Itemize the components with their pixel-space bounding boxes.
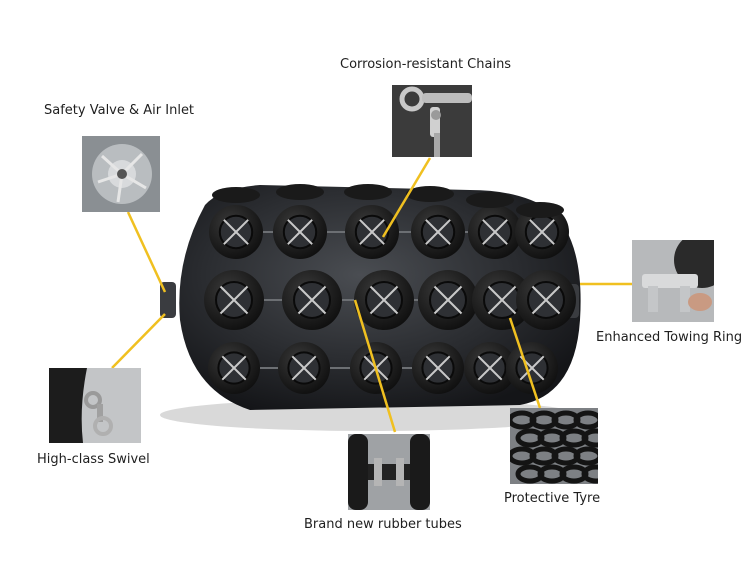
tyre xyxy=(204,270,264,330)
leader-valve xyxy=(126,211,167,293)
tyre xyxy=(278,342,330,394)
tyre xyxy=(345,205,399,259)
tyre xyxy=(468,205,522,259)
rim-tyre xyxy=(276,184,324,200)
label-tyre: Protective Tyre xyxy=(504,491,601,506)
rim-tyre xyxy=(344,184,392,200)
tyre xyxy=(282,270,342,330)
tyre xyxy=(516,270,576,330)
tyre xyxy=(412,342,464,394)
rim-tyre xyxy=(516,202,564,218)
tubes-photo xyxy=(348,434,430,510)
tyre xyxy=(418,270,478,330)
label-swivel: High-class Swivel xyxy=(37,452,150,467)
rim-tyre xyxy=(466,192,514,208)
tyre xyxy=(411,205,465,259)
tyre xyxy=(273,205,327,259)
rim-tyre xyxy=(212,187,260,203)
tyre xyxy=(208,342,260,394)
label-valve: Safety Valve & Air Inlet xyxy=(44,103,195,118)
tyre-photo xyxy=(510,408,598,484)
leader-tubes xyxy=(353,299,397,433)
tyre xyxy=(354,270,414,330)
towing-photo xyxy=(632,240,714,322)
valve-photo xyxy=(82,136,160,212)
rim-tyre xyxy=(406,186,454,202)
label-chains: Corrosion-resistant Chains xyxy=(340,57,512,72)
tyre xyxy=(209,205,263,259)
swivel-photo xyxy=(49,368,141,443)
tyre xyxy=(472,270,532,330)
label-towing: Enhanced Towing Ring xyxy=(596,330,743,345)
leader-lines xyxy=(111,157,632,433)
tyre xyxy=(464,342,516,394)
leader-chains xyxy=(381,157,432,238)
leader-swivel xyxy=(111,313,166,369)
label-tubes: Brand new rubber tubes xyxy=(304,517,462,532)
leader-tyre xyxy=(508,317,542,409)
chains-photo xyxy=(392,85,472,157)
